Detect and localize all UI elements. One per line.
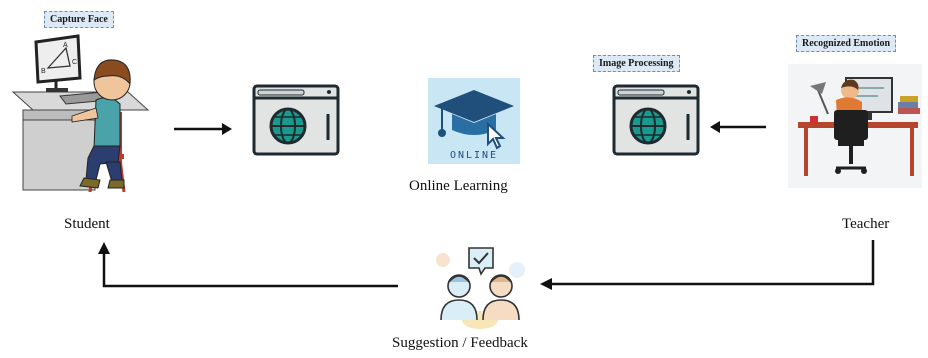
- teacher-illustration: [788, 64, 922, 188]
- online-learning-icon: ONLINE: [428, 78, 520, 164]
- screen-letter-a: A: [63, 42, 68, 49]
- browser-window-icon-left: [252, 84, 340, 156]
- arrow-feedback-to-student: [94, 242, 400, 294]
- arrow-teacher-to-browser: [710, 119, 768, 135]
- screen-letter-c: C: [72, 59, 77, 66]
- browser-window-icon-right: [612, 84, 700, 156]
- student-illustration: A B C: [8, 30, 158, 200]
- online-badge-text: ONLINE: [450, 150, 498, 161]
- arrow-teacher-to-feedback: [540, 238, 880, 294]
- online-learning-label: Online Learning: [409, 178, 508, 194]
- image-processing-tag: Image Processing: [593, 55, 680, 72]
- student-label: Student: [64, 216, 110, 232]
- capture-face-tag: Capture Face: [44, 11, 114, 28]
- recognized-emotion-tag: Recognized Emotion: [796, 35, 897, 52]
- feedback-people-icon: [425, 240, 535, 332]
- teacher-label: Teacher: [842, 216, 890, 232]
- screen-letter-b: B: [41, 68, 46, 75]
- suggestion-feedback-label: Suggestion / Feedback: [392, 335, 528, 351]
- arrow-student-to-browser: [172, 121, 232, 137]
